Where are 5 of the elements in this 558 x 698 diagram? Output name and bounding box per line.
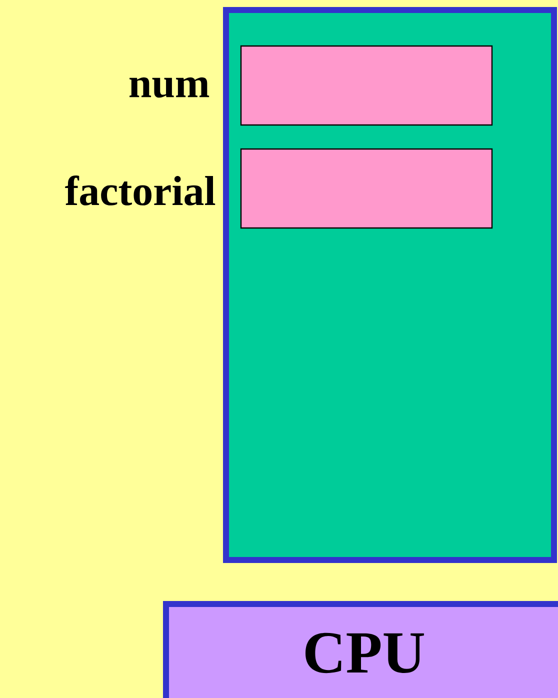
cpu-box: CPU	[163, 601, 558, 698]
variable-box	[240, 45, 493, 126]
variable-box	[240, 148, 493, 229]
variable-label: factorial	[65, 176, 216, 206]
variable-label: num	[130, 77, 210, 98]
